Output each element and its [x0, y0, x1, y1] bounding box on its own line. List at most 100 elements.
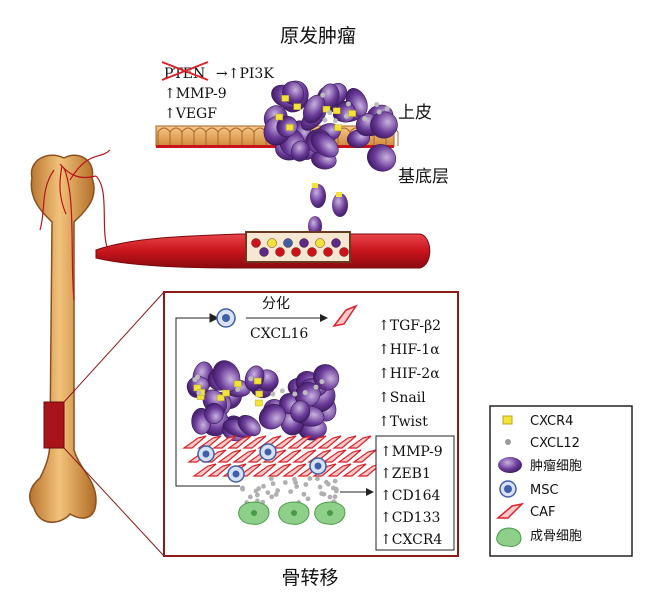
tumor-cell — [310, 131, 339, 158]
tumor-cell — [212, 360, 241, 392]
blood-cell — [315, 238, 325, 248]
tumor-cell — [310, 184, 326, 208]
msc-nucleus — [232, 470, 240, 478]
cxcl12-dot — [343, 113, 349, 119]
metastatic-tumor-cluster — [186, 360, 340, 442]
marker-mmp9-bone: ↑MMP-9 — [380, 444, 443, 460]
bone-lesion-region — [43, 401, 65, 449]
tumor-cell — [302, 94, 326, 124]
bone-blood-vessel — [95, 175, 109, 251]
caf-cell — [207, 463, 232, 477]
cxcr4-receptor — [334, 124, 342, 131]
cxcl12-dot — [270, 481, 276, 487]
blood-cell — [323, 247, 333, 257]
tumor-cell — [290, 400, 311, 423]
bone-blood-vessel — [59, 165, 67, 215]
cxcl12-dot — [235, 386, 241, 392]
cxcl12-dot — [268, 476, 274, 482]
caf-cell — [337, 449, 362, 463]
label-basement: 基底层 — [398, 167, 449, 187]
bone-blood-vessel — [63, 167, 75, 301]
cxcl12-dot — [265, 490, 271, 496]
msc-to-caf: 分化 CXCL16 — [216, 296, 358, 342]
cxcl12-dot — [317, 484, 323, 490]
caf-cell — [182, 435, 207, 449]
caf-cell — [347, 435, 372, 449]
cxcl12-dot — [292, 391, 298, 397]
blood-cell — [291, 247, 301, 257]
cxcr4-receptor — [281, 95, 290, 102]
cxcl12-icon — [505, 439, 511, 445]
msc-nucleus — [222, 314, 230, 322]
caf-cell — [282, 463, 307, 477]
feedback-arrow — [175, 313, 240, 487]
cxcl12-dot — [315, 476, 320, 482]
cxcl12-dot — [307, 476, 313, 481]
label-cxcl16: CXCL16 — [250, 326, 308, 342]
caf-cell — [217, 449, 242, 463]
blood-cell — [267, 238, 277, 248]
cxcr4-icon — [502, 415, 513, 425]
cxcr4-receptor — [275, 113, 283, 121]
title-bone-metastasis: 骨转移 — [281, 567, 338, 589]
cxcl12-dot — [384, 106, 390, 112]
primary-markers: PTEN →↑PI3K ↑MMP-9 ↑VEGF — [161, 61, 274, 122]
cxcr4-receptor — [234, 380, 242, 388]
marker-tgfb2: ↑TGF-β2 — [378, 318, 441, 334]
legend-label-msc: MSC — [530, 483, 559, 498]
marker-pi3k: →↑PI3K — [216, 66, 274, 82]
blood-cell — [259, 247, 269, 257]
caf-icon — [495, 502, 525, 519]
caf-cell — [322, 449, 347, 463]
blood-cell — [251, 238, 261, 248]
tumor-cell — [332, 193, 348, 217]
cxcl12-dot — [275, 488, 281, 493]
boxed-markers-frame — [375, 435, 455, 551]
marker-snail: ↑Snail — [378, 390, 426, 406]
bone-blood-vessel — [59, 163, 97, 179]
msc-nucleus — [202, 450, 210, 458]
caf-cell — [342, 463, 367, 477]
legend-items: CXCR4 CXCL12 肿瘤细胞 MSC CAF 成骨细胞 — [495, 414, 582, 547]
caf-cell — [292, 449, 317, 463]
cxcl12-dot — [270, 391, 276, 397]
cxcl12-dot — [273, 492, 279, 497]
legend-label-tumor: 肿瘤细胞 — [530, 458, 582, 474]
cxcl12-dot — [319, 491, 325, 496]
legend-label-caf: CAF — [530, 505, 555, 520]
caf-layer — [182, 435, 382, 483]
cxcr4-receptor — [222, 389, 230, 397]
msc-nucleus — [314, 462, 322, 470]
bone-markers-boxed: ↑MMP-9 ↑ZEB1 ↑CD164 ↑CD133 ↑CXCR4 — [380, 444, 443, 548]
cxcl12-dot — [279, 388, 285, 394]
circulating-tumor-cells — [308, 183, 348, 236]
tumor-cell — [370, 111, 398, 139]
cxcr4-receptor — [312, 183, 318, 188]
cxcl12-dot — [303, 482, 309, 487]
caf-cell — [287, 435, 312, 449]
caf-cell — [332, 435, 357, 449]
caf-cell — [302, 435, 327, 449]
cxcr4-receptor — [255, 399, 263, 407]
osteoblast-icon — [496, 527, 522, 547]
blood-cell — [275, 247, 285, 257]
marker-cd164: ↑CD164 — [380, 488, 440, 504]
marker-pten: PTEN — [164, 66, 205, 82]
cxcr4-receptor — [293, 103, 302, 110]
tumor-cell — [334, 101, 356, 123]
cxcl12-dot — [345, 101, 351, 107]
tumor-cell — [290, 140, 310, 162]
legend-label-cxcr4: CXCR4 — [530, 414, 573, 429]
vessel-window — [245, 231, 351, 263]
tumor-cell — [366, 144, 397, 172]
cxcr4-receptor — [322, 105, 331, 113]
legend-label-cxcl12: CXCL12 — [530, 436, 580, 451]
bone-blood-vessel — [69, 149, 111, 181]
cxcl12-dot — [333, 488, 339, 494]
cxcr4-receptor — [285, 124, 294, 131]
tumor-cell — [237, 415, 261, 437]
cxcl12-dot — [327, 110, 333, 116]
caf-cell — [317, 435, 342, 449]
arrow-head — [366, 488, 374, 496]
